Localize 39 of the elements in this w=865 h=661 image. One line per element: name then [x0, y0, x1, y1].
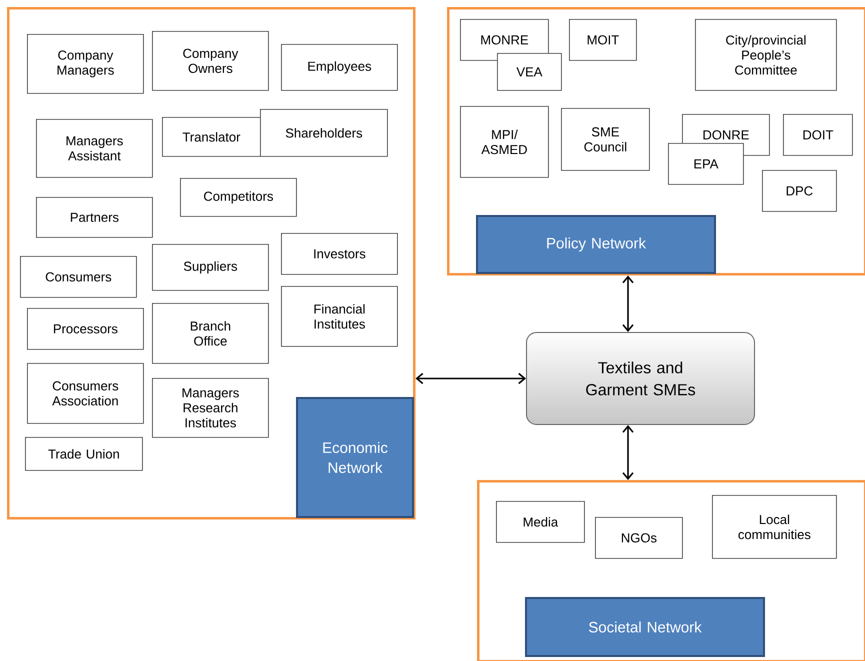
stakeholder-box: Translator — [162, 117, 261, 157]
stakeholder-box: Processors — [27, 308, 144, 350]
stakeholder-box: VEA — [497, 53, 562, 91]
stakeholder-box: Branch Office — [152, 303, 269, 364]
stakeholder-box: Suppliers — [152, 244, 269, 291]
network-frame — [7, 7, 416, 520]
stakeholder-box: DOIT — [783, 114, 853, 156]
network-frame — [447, 7, 865, 276]
stakeholder-box: Media — [496, 501, 585, 543]
double-arrow — [622, 276, 634, 332]
network-frame — [477, 480, 865, 661]
stakeholder-box: SME Council — [561, 108, 650, 171]
stakeholder-box: Partners — [36, 197, 153, 238]
stakeholder-box: Company Owners — [152, 31, 269, 91]
stakeholder-box: Managers Research Institutes — [152, 378, 269, 438]
stakeholder-box: Managers Assistant — [36, 119, 153, 178]
stakeholder-box: Investors — [281, 233, 398, 275]
double-arrow — [622, 425, 634, 480]
stakeholder-box: MPI/ ASMED — [460, 106, 549, 178]
stakeholder-box: MONRE — [460, 19, 549, 61]
sme-box: Textiles and Garment SMEs — [526, 332, 755, 425]
stakeholder-box: Employees — [281, 44, 398, 91]
network-label-box: Societal Network — [525, 597, 765, 657]
stakeholder-box: Shareholders — [260, 109, 388, 157]
stakeholder-box: Trade Union — [25, 437, 143, 471]
stakeholder-box: Competitors — [180, 178, 297, 217]
network-label-box: Economic Network — [296, 397, 414, 518]
stakeholder-box: Local communities — [712, 495, 837, 559]
stakeholder-box: Company Managers — [27, 34, 144, 94]
double-arrow — [416, 372, 526, 384]
stakeholder-box: Consumers Association — [27, 363, 144, 424]
stakeholder-box: MOIT — [569, 19, 637, 61]
stakeholder-box: Financial Institutes — [281, 286, 398, 347]
stakeholder-box: NGOs — [595, 517, 683, 559]
stakeholder-box: EPA — [668, 143, 744, 185]
network-label-box: Policy Network — [476, 215, 716, 274]
stakeholder-box: Consumers — [20, 256, 137, 298]
stakeholder-box: City/provincial People’s Committee — [695, 19, 837, 91]
stakeholder-box: DPC — [762, 170, 837, 212]
